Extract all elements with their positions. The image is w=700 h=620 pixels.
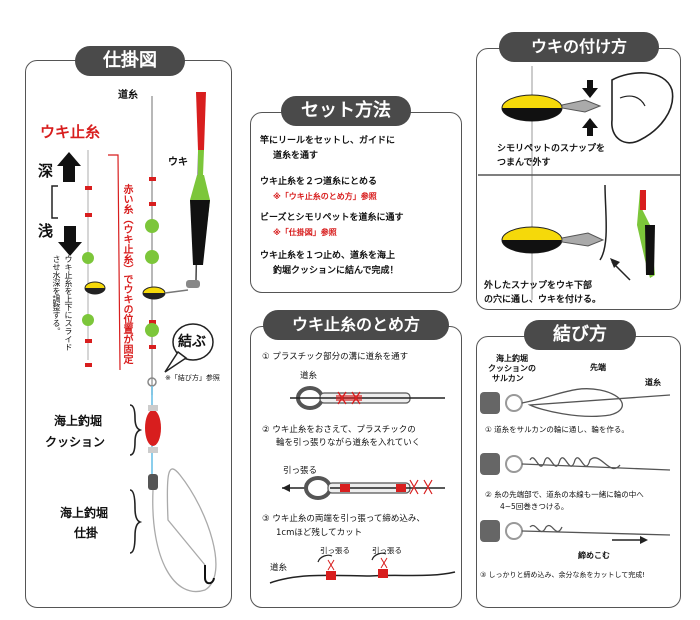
label-uki: ウキ	[168, 157, 188, 168]
label-michiito: 道糸	[118, 90, 138, 101]
set-method-panel	[250, 112, 462, 293]
tome-michiito-2: 道糸	[270, 563, 288, 573]
knot-step3: ③ しっかりと締め込み、余分な糸をカットして完成!	[480, 571, 646, 579]
knot-step1: ① 道糸をサルカンの輪に通し、輪を作る。	[485, 425, 629, 434]
label-ukidome: ウキ止糸	[40, 123, 101, 141]
tome-step2-line2: 輪を引っ張りながら道糸を入れていく	[276, 438, 421, 448]
shikake-title: 仕掛図	[75, 46, 185, 76]
set-step3-note: ※「仕掛図」参照	[273, 228, 337, 237]
knot-label-2: クッションの	[488, 364, 536, 373]
knot-step2-drawing	[480, 453, 671, 475]
tome-hipparu-2: 引っ張る	[320, 546, 350, 555]
uki-step2-drawing	[501, 184, 655, 281]
tome-hipparu-3: 引っ張る	[372, 546, 402, 555]
label-asa: 浅	[38, 222, 54, 240]
knot-step2-line1: ② 糸の先端部で、道糸の本線も一緒に輪の中へ	[485, 490, 644, 499]
stopper-marks-left	[85, 186, 92, 367]
stopper-marks-main	[149, 177, 156, 349]
red-note: 赤い糸（ウキ止糸）でウキの位置が固定	[121, 184, 132, 364]
uki-attach-title: ウキの付け方	[499, 32, 659, 62]
set-step1-line2: 道糸を通す	[273, 151, 319, 161]
knot-sakibashi: 先端	[590, 363, 606, 372]
green-beads	[82, 219, 159, 337]
ukidome-title: ウキ止糸のとめ方	[263, 310, 449, 340]
leader-line	[152, 468, 217, 593]
knot-michiito: 道糸	[645, 378, 661, 387]
tome-step2-line1: ② ウキ止糸をおさえて、プラスチックの	[262, 425, 416, 435]
slide-note: ウキ止糸を上下にスライドさせ水深を調整する。	[52, 255, 73, 351]
set-method-title: セット方法	[281, 96, 411, 126]
label-musubu: 結ぶ	[178, 334, 206, 350]
set-step2-note: ※「ウキ止糸のとめ方」参照	[273, 192, 377, 201]
set-step4-line1: ウキ止糸を１つ止め、道糸を海上	[260, 251, 396, 261]
shikake-label-2: 仕掛	[74, 526, 99, 540]
label-fuka: 深	[38, 162, 54, 180]
knot-label-3: サルカン	[492, 374, 524, 383]
uki-step2-line1: 外したスナップをウキ下部	[484, 281, 593, 291]
knot-step1-drawing	[480, 388, 671, 418]
uki-step1-line1: シモリペットのスナップを	[497, 144, 606, 154]
knot-step3-drawing	[480, 520, 671, 544]
uki-step1-drawing	[501, 72, 674, 144]
tome-step1-drawing	[290, 386, 445, 410]
set-step2-line1: ウキ止糸を２つ道糸にとめる	[260, 177, 378, 187]
cushion-drawing	[145, 410, 161, 446]
tome-step2-drawing	[282, 476, 445, 500]
knot-label-1: 海上釣堀	[496, 354, 528, 363]
hook	[204, 565, 215, 585]
tome-step3-drawing	[269, 552, 456, 584]
tome-step3-line2: 1cmほど残してカット	[276, 528, 363, 538]
tome-michiito: 道糸	[300, 371, 318, 381]
ukidome-panel	[250, 326, 462, 608]
knot-step2-line2: 4~5回巻きつける。	[500, 502, 569, 511]
set-step4-line2: 釣堀クッションに結んで完成！	[273, 266, 399, 276]
float-drawing	[186, 92, 210, 288]
knot-title: 結び方	[524, 320, 636, 350]
cushion-label-2: クッション	[45, 435, 106, 449]
set-step3-line1: ビーズとシモリペットを道糸に通す	[260, 213, 404, 223]
musubikata-ref: ※「結び方」参照	[165, 374, 220, 382]
set-step1-line1: 竿にリールをセットし、ガイドに	[260, 136, 396, 146]
tome-step3-line1: ③ ウキ止糸の両端を引っ張って締め込み、	[262, 514, 425, 524]
shikake-label-1: 海上釣堀	[60, 506, 109, 520]
tome-step1: ① プラスチック部分の溝に道糸を通す	[262, 352, 409, 362]
musubu-bubble	[172, 323, 214, 361]
knot-shimekomu: 締めこむ	[578, 551, 610, 560]
tome-hipparu: 引っ張る	[283, 466, 318, 476]
cushion-label-1: 海上釣堀	[54, 414, 103, 428]
uki-step1-line2: つまんで外す	[497, 158, 551, 168]
uki-step2-line2: の穴に通し、ウキを付ける。	[484, 295, 602, 305]
